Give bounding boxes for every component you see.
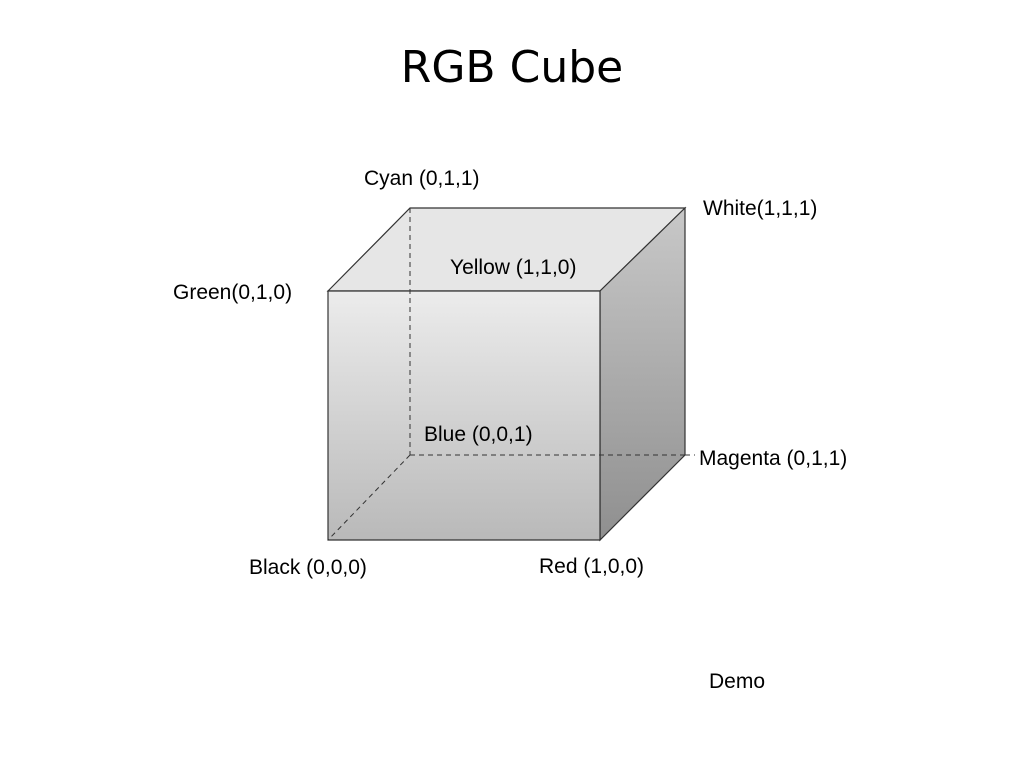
- vertex-label-yellow: Yellow (1,1,0): [450, 256, 577, 279]
- vertex-label-green: Green(0,1,0): [173, 281, 293, 304]
- demo-link[interactable]: Demo: [709, 670, 766, 693]
- vertex-label-white: White(1,1,1): [703, 197, 818, 220]
- vertex-label-red: Red (1,0,0): [539, 555, 645, 578]
- hidden-edge-left-bottom: [327, 454, 411, 541]
- cube-front-face: [327, 290, 601, 541]
- vertex-label-cyan: Cyan (0,1,1): [364, 167, 480, 190]
- vertex-label-magenta: Magenta (0,1,1): [699, 447, 848, 470]
- slide-title: RGB Cube: [400, 42, 624, 93]
- vertex-label-black: Black (0,0,0): [249, 556, 367, 579]
- vertex-label-blue: Blue (0,0,1): [424, 423, 533, 446]
